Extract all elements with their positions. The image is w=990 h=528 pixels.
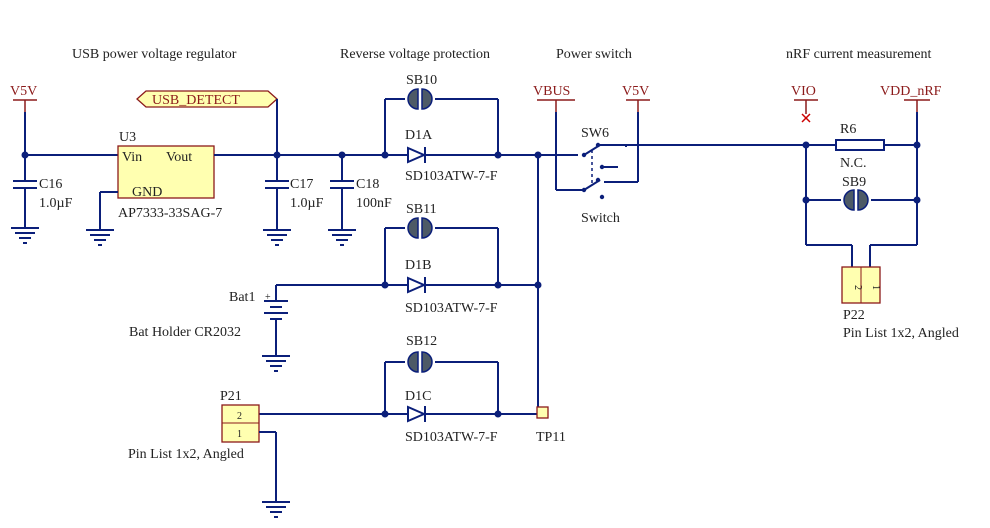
p21-pin2: 2: [237, 411, 242, 422]
v5v-right-port: V5V: [622, 84, 650, 112]
sb10-ref: SB10: [406, 73, 437, 88]
junction-dot: [273, 151, 281, 159]
junction-dot: [534, 281, 542, 289]
junction-dot: [802, 196, 810, 204]
solder-bridge-sb11: SB11: [406, 202, 437, 239]
title-usb-regulator: USB power voltage regulator: [72, 47, 237, 62]
junction-dot: [494, 151, 502, 159]
bat1-holder: Bat Holder CR2032: [129, 325, 241, 340]
d1a-ref: D1A: [405, 128, 433, 143]
usb-detect-label: USB_DETECT: [152, 93, 240, 108]
title-nrf-current: nRF current measurement: [786, 47, 932, 62]
resistor-r6: R6 N.C.: [835, 122, 885, 171]
diode-d1b: D1B SD103ATW-7-F: [405, 258, 498, 316]
d1a-part: SD103ATW-7-F: [405, 169, 498, 184]
ground-symbol: [263, 229, 291, 246]
solder-bridge-sb9: SB9: [842, 175, 869, 211]
vio-label: VIO: [791, 84, 816, 99]
c17-ref: C17: [290, 177, 313, 192]
vbus-label: VBUS: [533, 84, 570, 99]
usb-detect-port: USB_DETECT: [136, 90, 278, 108]
vdd-nrf-port: VDD_nRF: [880, 84, 942, 112]
u3-vout-pin: Vout: [166, 150, 192, 165]
ground-symbol: [262, 501, 290, 518]
p21-pin1: 1: [237, 429, 242, 440]
title-power-switch: Power switch: [556, 47, 632, 62]
junction-dot: [802, 141, 810, 149]
p22-ref: P22: [843, 308, 865, 323]
switch-sw6: SW6 Switch: [581, 126, 627, 226]
p22-pin1: 1: [870, 285, 881, 290]
vdd-nrf-label: VDD_nRF: [880, 84, 942, 99]
connector-p22: 2 1 P22 Pin List 1x2, Angled: [841, 266, 959, 341]
junction-dot: [381, 281, 389, 289]
u3-part: AP7333-33SAG-7: [118, 206, 222, 221]
u3-ref: U3: [119, 130, 136, 145]
p21-ref: P21: [220, 389, 242, 404]
v5v-right-label: V5V: [622, 84, 649, 99]
junction-dot: [381, 410, 389, 418]
d1c-ref: D1C: [405, 389, 431, 404]
d1b-ref: D1B: [405, 258, 431, 273]
c18-value: 100nF: [356, 196, 392, 211]
junction-dot: [913, 196, 921, 204]
ground-symbol: [328, 229, 356, 246]
junctions: [21, 141, 921, 418]
test-point-tp11: TP11: [536, 406, 566, 445]
junction-dot: [534, 151, 542, 159]
p22-desc: Pin List 1x2, Angled: [843, 326, 959, 341]
ground-symbol: [262, 355, 290, 372]
capacitor-c17: C17 1.0µF: [265, 155, 324, 230]
junction-dot: [913, 141, 921, 149]
p21-desc: Pin List 1x2, Angled: [128, 447, 244, 462]
junction-dot: [21, 151, 29, 159]
junction-dot: [381, 151, 389, 159]
r6-ref: R6: [840, 122, 856, 137]
v5v-left-label: V5V: [10, 84, 37, 99]
connector-p21: P21 2 1 Pin List 1x2, Angled: [128, 389, 260, 462]
junction-dot: [494, 410, 502, 418]
d1c-part: SD103ATW-7-F: [405, 430, 498, 445]
ground-symbol: [86, 229, 114, 246]
sb9-ref: SB9: [842, 175, 866, 190]
solder-bridge-sb12: SB12: [406, 334, 437, 373]
bat1-plus: +: [265, 292, 271, 303]
bat1-ref: Bat1: [229, 290, 255, 305]
r6-value: N.C.: [840, 156, 866, 171]
v5v-left-port: V5V: [10, 84, 37, 112]
junction-dot: [494, 281, 502, 289]
solder-bridge-sb10: SB10: [406, 73, 437, 110]
capacitor-c16: C16 1.0µF: [13, 155, 73, 228]
capacitor-c18: C18 100nF: [330, 155, 392, 230]
c16-ref: C16: [39, 177, 62, 192]
p22-pin2: 2: [852, 285, 863, 290]
u3-gnd-pin: GND: [132, 185, 162, 200]
regulator-u3: U3 Vin Vout GND AP7333-33SAG-7: [117, 130, 222, 221]
title-reverse-protection: Reverse voltage protection: [340, 47, 490, 62]
d1b-part: SD103ATW-7-F: [405, 301, 498, 316]
sb11-ref: SB11: [406, 202, 437, 217]
vio-port: VIO: [791, 84, 818, 123]
c18-ref: C18: [356, 177, 379, 192]
sw6-ref: SW6: [581, 126, 609, 141]
c16-value: 1.0µF: [39, 196, 73, 211]
sb12-ref: SB12: [406, 334, 437, 349]
u3-vin-pin: Vin: [122, 150, 142, 165]
sw6-desc: Switch: [581, 211, 620, 226]
c17-value: 1.0µF: [290, 196, 324, 211]
ground-symbol: [11, 227, 39, 244]
vbus-port: VBUS: [533, 84, 575, 112]
battery-bat1: Bat1 + Bat Holder CR2032: [129, 285, 288, 356]
diode-d1c: D1C SD103ATW-7-F: [405, 389, 498, 445]
tp11-ref: TP11: [536, 430, 566, 445]
junction-dot: [338, 151, 346, 159]
